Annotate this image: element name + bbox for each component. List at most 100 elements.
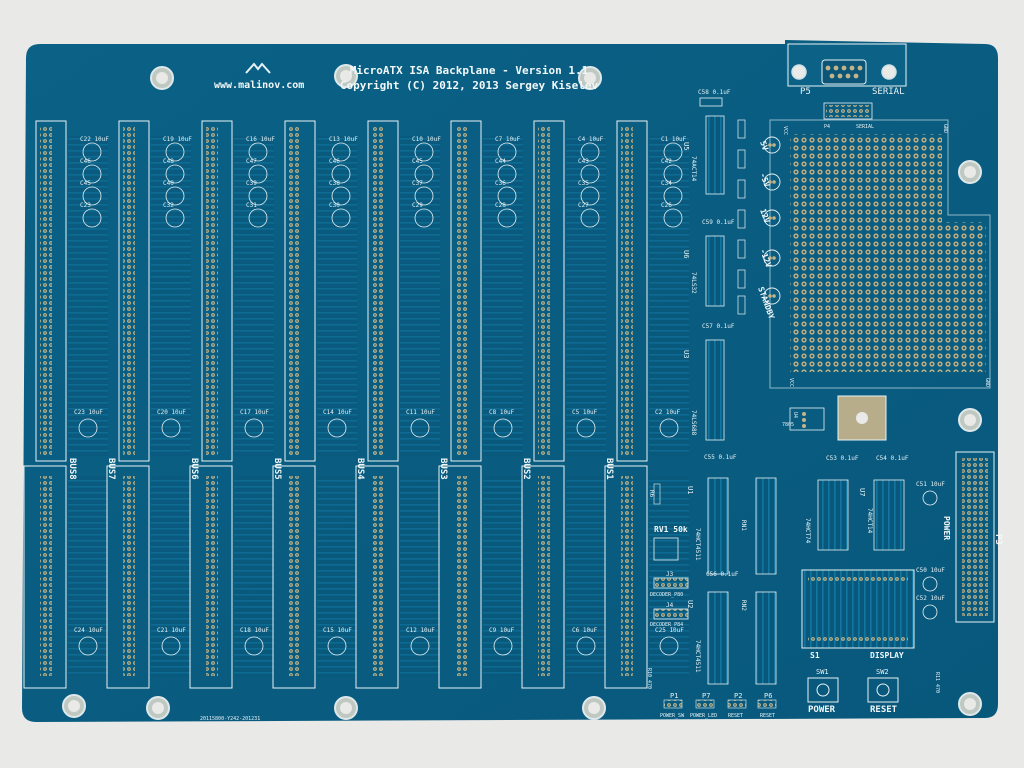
capacitor: C32 (163, 202, 185, 228)
board-title: MicroATX ISA Backplane - Version 1.1 (350, 64, 589, 77)
p4-label: P4 (824, 124, 830, 130)
capacitor: C16 10uF (246, 136, 275, 162)
u2-part: 74HCT4511 (694, 640, 701, 673)
website-text: www.malinov.com (214, 79, 304, 91)
c57-label: C57 0.1uF (702, 323, 735, 330)
capacitor: C13 10uF (329, 136, 358, 162)
capacitor-label: C22 10uF (80, 136, 109, 143)
capacitor: C29 (412, 202, 434, 228)
capacitor: C5 10uF (572, 409, 598, 438)
mounting-hole (334, 64, 358, 88)
capacitor: C19 10uF (163, 136, 192, 162)
resistor (737, 295, 746, 315)
rn2-label: RN2 (740, 600, 747, 611)
capacitor-label: C21 10uF (157, 627, 186, 634)
c58-label: C58 0.1uF (698, 89, 731, 96)
led (763, 209, 781, 227)
sw2-label: SW2 (876, 668, 889, 676)
capacitor: C6 10uF (572, 627, 598, 656)
capacitor-label: C28 (495, 202, 506, 209)
capacitor-label: C13 10uF (329, 136, 358, 143)
board-title-block: www.malinov.com MicroATX ISA Backplane -… (200, 62, 599, 722)
bus-label: BUS7 (106, 458, 116, 480)
capacitor-label: C15 10uF (323, 627, 352, 634)
serial-pin (825, 65, 831, 71)
capacitor: C15 10uF (323, 627, 352, 656)
capacitor: C22 10uF (80, 136, 109, 162)
v5-label: 5V (758, 140, 770, 152)
u3-part: 74LS688 (690, 410, 697, 436)
capacitor: C48 (163, 158, 185, 184)
capacitor: C26 (661, 202, 683, 228)
capacitor-label: C29 (412, 202, 423, 209)
capacitor-label: C31 (246, 202, 257, 209)
led (763, 249, 781, 267)
led (763, 287, 781, 305)
capacitor-label: C42 (661, 158, 672, 165)
capacitor: C47 (246, 158, 268, 184)
capacitor-label: C40 (163, 180, 174, 187)
capacitor: C14 10uF (323, 409, 352, 438)
capacitor-label: C2 10uF (655, 409, 681, 416)
decoder-p80-label: DECODER_P80 (650, 592, 683, 598)
capacitor-label: C34 (661, 180, 672, 187)
capacitor: C9 10uF (489, 627, 515, 656)
capacitor: C46 (329, 158, 351, 184)
p1-label: P1 (670, 692, 678, 700)
p6-label: P6 (764, 692, 772, 700)
capacitor-label: C48 (163, 158, 174, 165)
mounting-hole (958, 692, 982, 716)
c50-label: C50 10uF (916, 567, 945, 574)
capacitor-label: C23 10uF (74, 409, 103, 416)
resistor (737, 179, 746, 199)
resistor (737, 149, 746, 169)
r10-label: R10 470 (646, 668, 652, 689)
rv1-label: RV1 50k (654, 525, 688, 534)
led (763, 136, 781, 154)
resistor (737, 269, 746, 289)
mounting-hole (958, 408, 982, 432)
capacitor: C2 10uF (655, 409, 681, 438)
serial-pin (841, 65, 847, 71)
c56-label: C56 0.1uF (706, 571, 739, 578)
capacitor: C40 (163, 180, 185, 206)
display-label: DISPLAY (870, 651, 904, 660)
u6-label: U6 (682, 250, 690, 258)
j3-label: J3 (666, 571, 674, 578)
p7-label: P7 (702, 692, 710, 700)
vcc-top-label: VCC (782, 126, 788, 135)
capacitor-label: C19 10uF (163, 136, 192, 143)
capacitor-label: C9 10uF (489, 627, 515, 634)
power-button-label: POWER (808, 705, 836, 715)
capacitor-label: C32 (163, 202, 174, 209)
capacitor-label: C18 10uF (240, 627, 269, 634)
u1-label: U1 (686, 486, 694, 494)
serial-pin (857, 65, 863, 71)
capacitor-label: C30 (329, 202, 340, 209)
mounting-hole (958, 160, 982, 184)
capacitor: C8 10uF (489, 409, 515, 438)
capacitor: C4 10uF (578, 136, 604, 162)
capacitor-label: C5 10uF (572, 409, 598, 416)
board-serial-code: 20115800-Y242-201231 (200, 716, 260, 722)
mounting-holes (62, 64, 982, 720)
mounting-hole (150, 66, 174, 90)
mounting-hole (334, 696, 358, 720)
capacitor: C7 10uF (495, 136, 521, 162)
capacitor-label: C45 (80, 180, 91, 187)
capacitor-label: C44 (495, 158, 506, 165)
capacitor-label: C43 (578, 158, 589, 165)
serial-pin (829, 73, 835, 79)
bus-label: BUS5 (272, 458, 282, 480)
p3-label: P3 (993, 534, 1003, 545)
capacitor-label: C36 (495, 180, 506, 187)
capacitor: C21 10uF (157, 627, 186, 656)
capacitor: C31 (246, 202, 268, 228)
capacitor: C43 (578, 158, 600, 184)
capacitor: C11 10uF (406, 409, 435, 438)
capacitor: C23 (80, 202, 102, 228)
c55-label: C55 0.1uF (704, 454, 737, 461)
capacitor-label: C46 (329, 158, 340, 165)
serial-pin (833, 65, 839, 71)
